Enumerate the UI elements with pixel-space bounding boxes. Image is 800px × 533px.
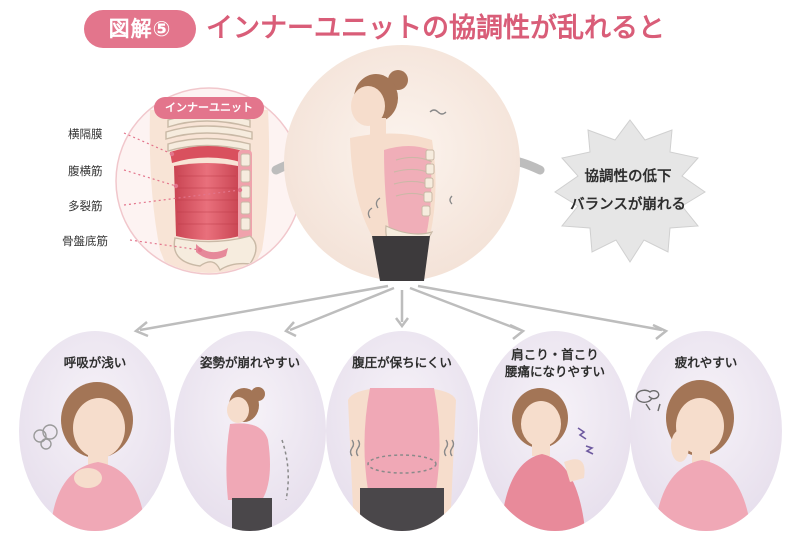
symptom-label-1: 呼吸が浅い [63, 355, 127, 370]
dizzy-swirl-icon [635, 389, 661, 412]
muscle-label-diaphragm: 横隔膜 [68, 127, 103, 141]
symptom-label-4-line-2: 腰痛になりやすい [504, 364, 605, 379]
spine-multifidus [238, 150, 252, 240]
pelvic-floor-muscle [196, 244, 228, 260]
back-curve-icon [281, 439, 289, 501]
belly-pressure-icon [367, 454, 437, 474]
cloud-text: 協調性の低下 バランスが崩れる [553, 163, 703, 219]
cloud-line-2: バランスが崩れる [570, 197, 686, 213]
symptom-figure-3 [348, 388, 456, 531]
diaphragm-muscle [170, 146, 246, 163]
figure-badge: 図解⑤ [84, 10, 196, 48]
symptom-label-4-line-1: 肩こり・首こり [511, 347, 599, 362]
cloud-line-1: 協調性の低下 [584, 169, 672, 185]
symptom-label-2: 姿勢が崩れやすい [199, 355, 300, 370]
symptom-label-5: 疲れやすい [674, 355, 738, 370]
rib-cage [165, 113, 253, 152]
muscle-label-multifidus: 多裂筋 [68, 199, 103, 213]
symptom-figure-5 [635, 380, 752, 531]
symptom-label-3: 腹圧が保ちにくい [352, 355, 452, 370]
symptom-label-4: 肩こり・首こり 腰痛になりやすい [495, 346, 615, 380]
muscle-label-pelvic-floor: 骨盤底筋 [62, 234, 108, 248]
inner-unit-label: インナーユニット [154, 97, 264, 119]
page-title: インナーユニットの協調性が乱れると [206, 13, 665, 44]
symptom-figure-1 [33, 382, 146, 531]
muscle-label-transversus: 腹横筋 [68, 164, 103, 178]
decline-cloud [554, 119, 706, 263]
transversus-abdominis-muscle [174, 163, 240, 240]
center-figure [284, 45, 520, 281]
branch-arrows [139, 284, 663, 332]
symptom-figure-2 [226, 387, 289, 531]
breath-puff-icon [33, 424, 58, 450]
pain-spark-icon [577, 427, 594, 455]
symptom-figure-4 [500, 388, 594, 531]
